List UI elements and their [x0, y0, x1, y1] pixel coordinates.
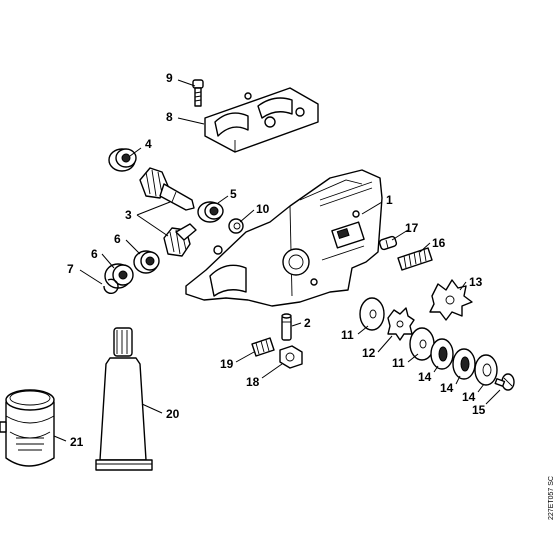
part-3-bevel-gear-lower: [163, 223, 197, 257]
callout-labels: 9 8 4 5 10 3 6 6 7 1 17 16 13 2 11 12 11…: [67, 71, 486, 449]
part-21-grease-tin: [0, 389, 55, 467]
part-10-seal-ring: [228, 218, 244, 234]
leader-lines: [53, 79, 501, 442]
callout-8: 8: [166, 110, 173, 124]
callout-7: 7: [67, 262, 74, 276]
part-13-sprocket: [429, 279, 473, 321]
part-3-bevel-gear-upper: [139, 167, 195, 211]
part-7-circlip: [103, 278, 119, 294]
callout-13: 13: [469, 275, 483, 289]
callout-18: 18: [246, 375, 260, 389]
callout-19: 19: [220, 357, 234, 371]
callout-17: 17: [405, 221, 419, 235]
part-4-ball-bearing: [108, 148, 137, 172]
part-6-ball-bearing-b: [104, 263, 134, 289]
callout-2: 2: [304, 316, 311, 330]
callout-15: 15: [472, 403, 486, 417]
callout-21: 21: [70, 435, 84, 449]
callout-14c: 14: [462, 390, 476, 404]
part-14-washer-a: [430, 338, 454, 370]
callout-6a: 6: [114, 232, 121, 246]
part-2-pin: [281, 313, 292, 341]
callout-11a: 11: [341, 328, 354, 342]
part-6-ball-bearing-a: [133, 250, 160, 274]
callout-4: 4: [145, 137, 152, 151]
part-12-sprocket: [387, 307, 415, 341]
callout-1: 1: [386, 193, 393, 207]
callout-14b: 14: [440, 381, 454, 395]
part-11-washer-a: [359, 297, 385, 331]
diagram-code: 227ET057 SC: [548, 476, 555, 520]
part-5-ball-bearing: [197, 201, 224, 223]
callout-5: 5: [230, 187, 237, 201]
callout-20: 20: [166, 407, 180, 421]
callout-6b: 6: [91, 247, 98, 261]
part-1-gear-housing: [185, 169, 383, 307]
part-18-nut: [279, 345, 303, 369]
part-16-threaded-bolt: [397, 247, 433, 271]
part-19-set-screw: [251, 337, 275, 357]
callout-9: 9: [166, 71, 173, 85]
part-14-washer-c: [474, 354, 498, 386]
part-9-screw: [192, 79, 204, 107]
callout-10: 10: [256, 202, 270, 216]
part-20-grease-tube: [95, 327, 153, 471]
part-14-washer-b: [452, 348, 476, 380]
callout-12: 12: [362, 346, 376, 360]
part-8-bearing-cap: [204, 87, 319, 153]
callout-11b: 11: [392, 356, 405, 370]
callout-16: 16: [432, 236, 446, 250]
callout-14a: 14: [418, 370, 432, 384]
callout-3: 3: [125, 208, 132, 222]
part-15-screw: [494, 373, 515, 391]
